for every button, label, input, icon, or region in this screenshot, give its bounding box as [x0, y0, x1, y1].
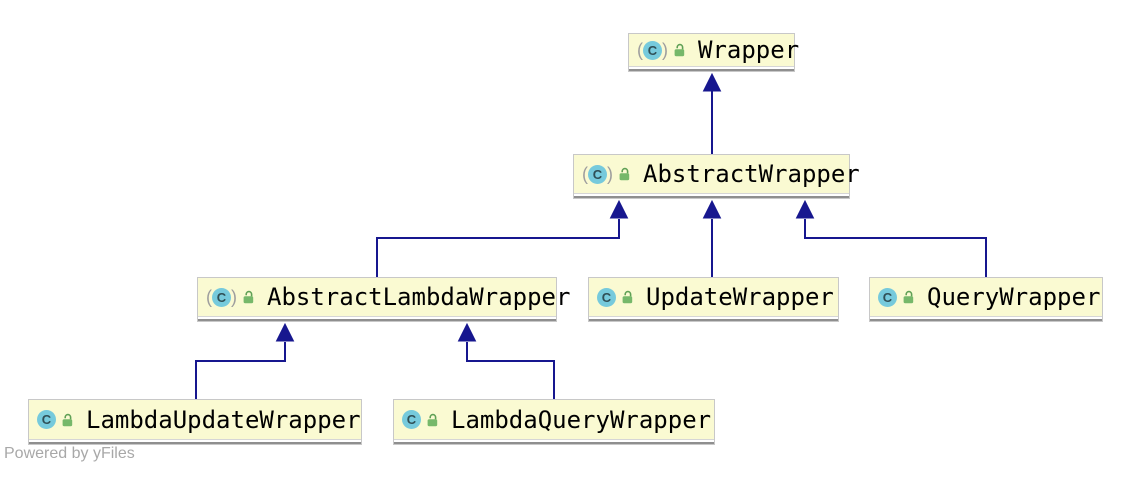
edge-updatewrapper-extends-abstractwrapper [702, 199, 722, 277]
public-unlocked-icon [621, 290, 634, 304]
class-node-update-wrapper[interactable]: C UpdateWrapper [588, 277, 839, 322]
edge-abstractlambdawrapper-extends-abstractwrapper [376, 199, 629, 277]
class-c-icon: C [37, 410, 56, 429]
public-unlocked-icon [242, 290, 255, 304]
abstract-paren-close: ) [662, 39, 668, 60]
public-unlocked-icon [902, 290, 915, 304]
class-icon: C [402, 410, 421, 429]
class-c-icon: C [597, 287, 616, 307]
abstract-paren-close: ) [231, 286, 237, 307]
abstract-class-icon: ( C ) [206, 286, 237, 307]
class-c-icon: C [212, 287, 231, 307]
class-name: UpdateWrapper [646, 283, 834, 311]
public-unlocked-icon [426, 413, 439, 427]
public-unlocked-icon [673, 43, 686, 57]
class-icon: C [878, 287, 897, 307]
class-name: AbstractLambdaWrapper [267, 283, 571, 311]
class-node-query-wrapper[interactable]: C QueryWrapper [869, 277, 1103, 322]
class-node-lambda-update-wrapper[interactable]: C LambdaUpdateWrapper [28, 399, 362, 445]
class-name: AbstractWrapper [643, 160, 860, 188]
class-c-icon: C [878, 287, 897, 307]
abstract-class-icon: ( C ) [582, 163, 613, 184]
yfiles-watermark: Powered by yFiles [4, 445, 135, 462]
abstract-class-icon: ( C ) [637, 39, 668, 60]
edge-querywrapper-extends-abstractwrapper [795, 199, 987, 277]
abstract-paren-close: ) [607, 163, 613, 184]
class-name: Wrapper [698, 36, 800, 64]
abstract-paren-open: ( [206, 286, 212, 307]
public-unlocked-icon [618, 167, 631, 181]
class-c-icon: C [643, 40, 662, 60]
class-icon: C [37, 410, 56, 429]
class-icon: C [597, 287, 616, 307]
class-node-abstract-lambda-wrapper[interactable]: ( C ) AbstractLambdaWrapper [197, 277, 570, 322]
public-unlocked-icon [61, 413, 74, 427]
class-name: QueryWrapper [927, 283, 1101, 311]
class-name: LambdaQueryWrapper [451, 405, 712, 434]
class-c-icon: C [402, 410, 421, 429]
edge-abstractwrapper-extends-wrapper [702, 72, 722, 154]
abstract-paren-open: ( [582, 163, 588, 184]
abstract-paren-open: ( [637, 39, 643, 60]
edge-lambdaquerywrapper-extends-abstractlambdawrapper [457, 322, 555, 399]
edge-lambdaupdatewrapper-extends-abstractlambdawrapper [195, 322, 295, 399]
class-node-wrapper[interactable]: ( C ) Wrapper [628, 33, 799, 72]
class-node-lambda-query-wrapper[interactable]: C LambdaQueryWrapper [393, 399, 715, 445]
class-node-abstract-wrapper[interactable]: ( C ) AbstractWrapper [573, 154, 860, 199]
class-name: LambdaUpdateWrapper [86, 405, 361, 434]
class-c-icon: C [588, 164, 607, 184]
